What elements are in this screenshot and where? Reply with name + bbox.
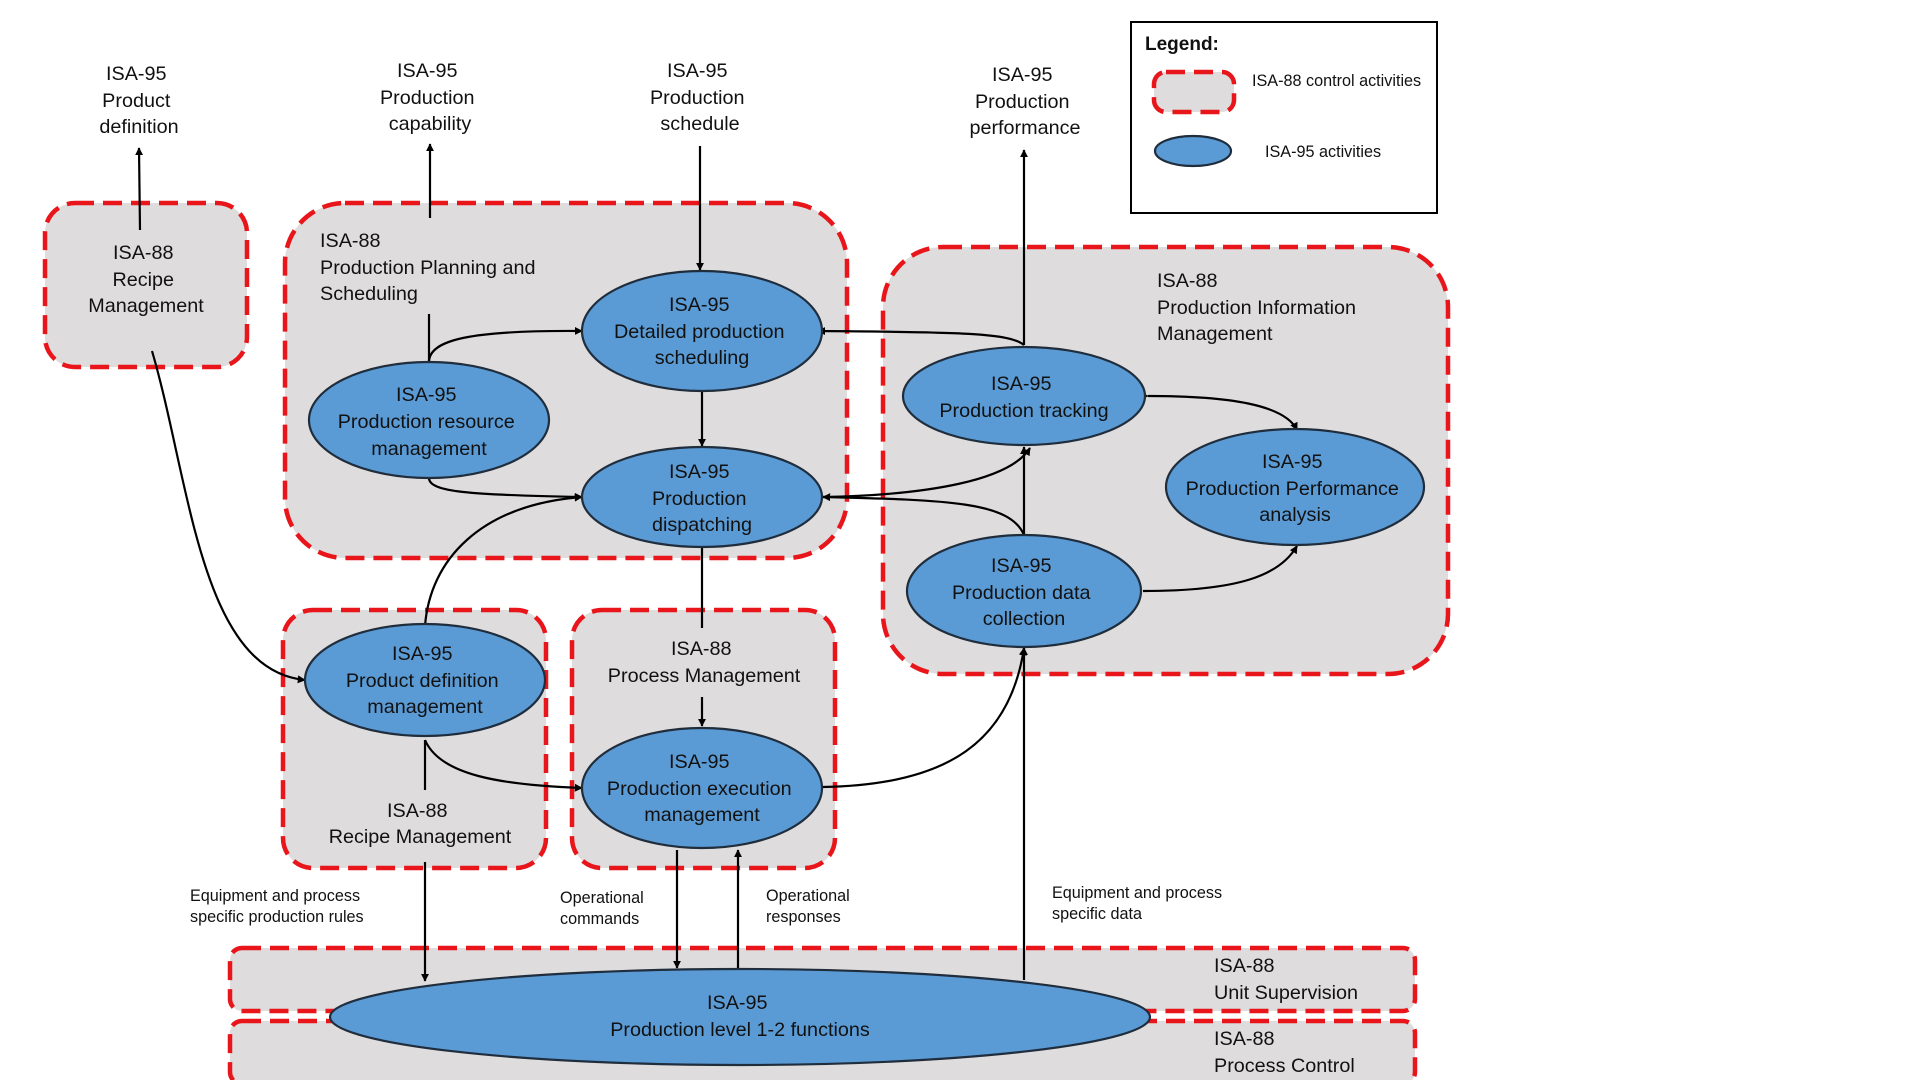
isa95-detailed-production-scheduling	[580, 269, 824, 393]
isa95-production-dispatching	[580, 445, 824, 549]
isa88-label-recipe-management-top: ISA-88 Recipe Management	[88, 242, 204, 317]
edge-label-equipment-process-data: Equipment and process specific data	[1052, 884, 1227, 923]
isa95-label-production-resource-management: ISA-95 Production resource management	[338, 384, 521, 460]
edge-execution-to-data-collection	[822, 647, 1027, 789]
edge-recipe-to-product-definition-management	[150, 350, 306, 684]
edge-recipe-to-product-definition	[135, 147, 144, 231]
edge-dispatching-to-tracking	[822, 447, 1031, 499]
legend-isa88-label: ISA-88 control activities	[1252, 72, 1421, 90]
edge-data-collection-to-dispatching	[822, 493, 1026, 536]
isa95-product-definition-management	[303, 622, 547, 738]
legend-isa88-swatch	[1151, 69, 1237, 115]
legend-isa95-swatch	[1153, 134, 1233, 168]
isa95-production-level-1-2-functions	[328, 967, 1152, 1067]
edge-resource-to-dispatching	[427, 477, 583, 501]
isa95-label-product-definition-management: ISA-95 Product definition management	[346, 643, 504, 718]
edge-label-operational-responses: Operational responses	[766, 887, 854, 926]
isa88-label-production-information: ISA-88 Production Information Management	[1157, 270, 1362, 345]
edge-product-definition-to-execution	[423, 739, 583, 792]
isa95-label-detailed-production-scheduling: ISA-95 Detailed production scheduling	[614, 294, 790, 369]
output-production-capability: ISA-95 Production capability	[380, 60, 480, 135]
isa88-label-process-management: ISA-88 Process Management	[608, 638, 801, 687]
output-production-schedule: ISA-95 Production schedule	[650, 60, 750, 135]
isa88-label-production-planning: ISA-88 Production Planning and Schedulin…	[320, 230, 541, 305]
edge-data-collection-to-performance-analysis	[1142, 545, 1298, 593]
isa95-production-tracking	[901, 345, 1147, 447]
edge-label-equipment-process-rules: Equipment and process specific productio…	[190, 887, 365, 926]
output-product-definition: ISA-95 Product definition	[99, 63, 178, 138]
edge-tracking-performance-analysis	[1140, 391, 1298, 431]
isa95-production-resource-management	[307, 360, 551, 480]
edge-tracking-to-detailed-scheduling	[817, 327, 1025, 346]
edge-resource-to-detailed-scheduling	[427, 326, 583, 363]
legend-title: Legend:	[1145, 34, 1219, 55]
legend-box	[1130, 21, 1438, 214]
isa95-label-production-dispatching: ISA-95 Production dispatching	[652, 461, 752, 536]
isa95-label-production-tracking: ISA-95 Production tracking	[939, 373, 1108, 422]
isa88-box-recipe-management-top	[42, 200, 250, 370]
legend-isa95-label: ISA-95 activities	[1265, 143, 1381, 161]
isa95-label-production-level-1-2-functions: ISA-95 Production level 1-2 functions	[610, 992, 870, 1041]
isa95-production-data-collection	[905, 533, 1143, 649]
isa88-label-unit-supervision: ISA-88 Unit Supervision	[1214, 955, 1358, 1004]
isa88-label-process-control: ISA-88 Process Control	[1214, 1028, 1355, 1077]
edge-label-operational-commands: Operational commands	[560, 889, 648, 928]
isa95-production-execution-management	[580, 726, 824, 850]
isa95-label-production-performance-analysis: ISA-95 Production Performance analysis	[1186, 451, 1405, 526]
isa88-label-recipe-management-bottom: ISA-88 Recipe Management	[329, 800, 512, 848]
isa95-label-production-data-collection: ISA-95 Production data collection	[952, 555, 1096, 630]
isa95-label-production-execution-management: ISA-95 Production execution management	[607, 751, 797, 826]
isa95-production-performance-analysis	[1164, 427, 1426, 547]
edge-product-definition-to-dispatching	[423, 493, 583, 627]
output-production-performance: ISA-95 Production performance	[969, 64, 1080, 139]
